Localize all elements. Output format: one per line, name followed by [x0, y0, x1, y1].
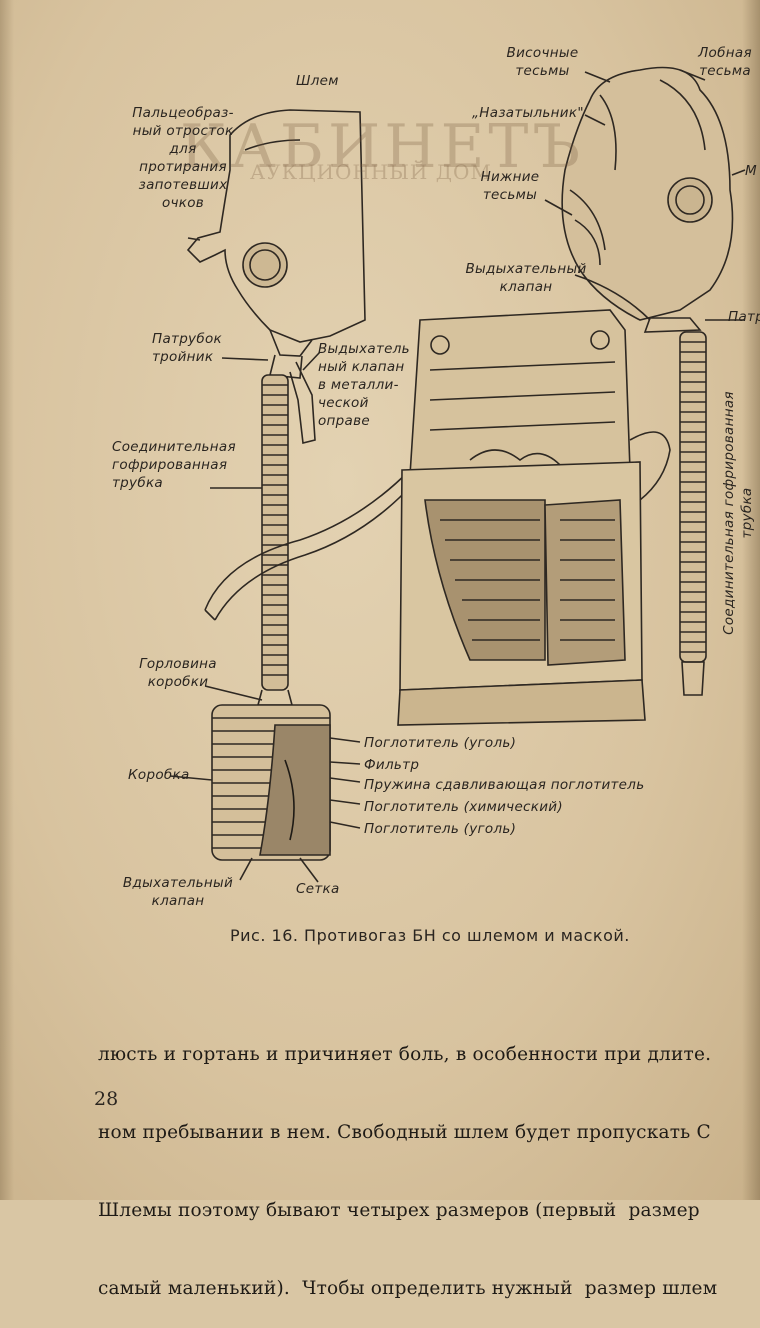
body-line: Шлемы поэтому бывают четырех размеров (п…	[98, 1200, 700, 1221]
body-line: ном пребывании в нем. Свободный шлем буд…	[98, 1122, 711, 1143]
label-spring: Пружина сдавливающая поглотитель	[364, 777, 645, 793]
label-nape-pad: „Назатыльник"	[472, 105, 584, 121]
label-mesh: Сетка	[296, 881, 340, 897]
page-spine-shadow	[742, 0, 760, 1200]
body-line: самый маленький). Чтобы определить нужны…	[98, 1278, 718, 1299]
label-forehead-strap: Лобная тесьма	[698, 45, 752, 79]
body-line: люсть и гортань и причиняет боль, в особ…	[98, 1044, 712, 1065]
rubber-mask	[561, 66, 734, 333]
page-number: 28	[94, 1088, 119, 1110]
page-left-shadow	[0, 0, 14, 1200]
label-absorber-coal-2: Поглотитель (уголь)	[364, 821, 517, 837]
figure-caption: Рис. 16. Противогаз БН со шлемом и маско…	[230, 926, 630, 945]
label-inhale-valve: Вдыхательный клапан	[122, 875, 234, 909]
shoulder-strap	[204, 469, 413, 621]
helmet-drawing	[186, 109, 366, 343]
mask-eyepiece	[667, 177, 713, 223]
label-mask-cut: М	[745, 163, 757, 179]
label-box-neck: Горловина коробки	[139, 656, 217, 690]
label-lower-straps: Нижние тесьмы	[480, 169, 540, 203]
box-neck	[256, 689, 294, 706]
gas-mask-illustration	[169, 66, 746, 883]
right-hose	[679, 331, 707, 696]
label-exhale-valve-metal: Выдыхатель ный клапан в металли- ческой …	[318, 341, 410, 429]
label-box: Коробка	[128, 767, 190, 783]
watermark-main: КАБИНЕТЪ	[180, 112, 585, 182]
left-hose	[261, 374, 289, 691]
gas-mask-bag	[397, 309, 671, 726]
canister-box	[211, 704, 331, 861]
label-exhale-valve: Выдыхательный клапан	[465, 261, 587, 295]
label-connecting-hose: Соединительная гофрированная трубка	[112, 439, 236, 491]
label-filter: Фильтр	[364, 757, 420, 773]
body-text: люсть и гортань и причиняет боль, в особ…	[98, 990, 760, 1328]
label-absorber-coal-1: Поглотитель (уголь)	[364, 735, 517, 751]
label-finger-appendix: Пальцеобраз- ный отросток для протирания…	[132, 105, 234, 211]
exhale-valve-metal	[289, 361, 316, 444]
label-temple-straps: Височные тесьмы	[506, 45, 579, 79]
label-tee-pipe: Патрубок тройник	[152, 331, 222, 365]
label-connecting-hose-vertical: Соединительная гофрированная трубка	[721, 391, 755, 635]
watermark-sub: АУКЦИОННЫЙ ДОМ	[250, 160, 492, 184]
label-absorber-chemical: Поглотитель (химический)	[364, 799, 563, 815]
label-pipe-cut: Патру	[728, 309, 760, 325]
label-helmet: Шлем	[296, 73, 339, 89]
